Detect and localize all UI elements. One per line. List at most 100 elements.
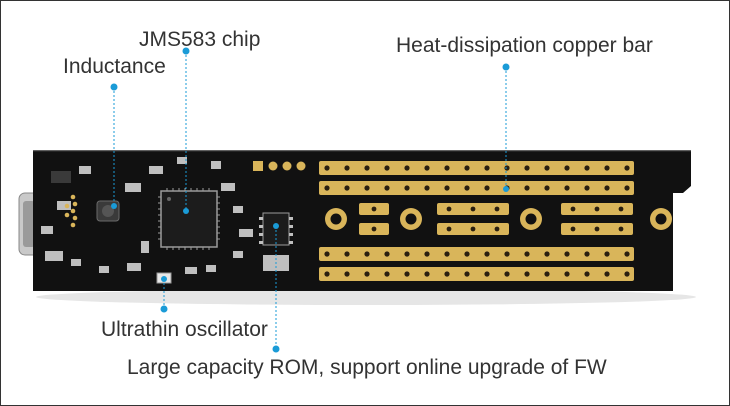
copper-bar-hole [404, 251, 410, 257]
copper-bar-hole [404, 165, 410, 171]
copper-bar-hole [464, 271, 470, 277]
copper-bar-hole [584, 165, 590, 171]
copper-bar-hole [404, 271, 410, 277]
copper-bar-hole [604, 251, 610, 257]
copper-bar-hole [484, 271, 490, 277]
copper-pad-hole [494, 206, 500, 212]
copper-bar-hole [624, 251, 630, 257]
copper-bar-hole [504, 271, 510, 277]
copper-bar-hole [384, 251, 390, 257]
copper-bar-hole [444, 251, 450, 257]
chip-pins [158, 188, 220, 250]
copper-bars [319, 161, 634, 281]
copper-bar-hole [484, 165, 490, 171]
callout-dot-oscillator [161, 276, 167, 282]
callout-dot-heat-bar-top [502, 63, 510, 71]
callout-dot-chip [183, 208, 189, 214]
gold-via-chain [64, 194, 78, 228]
copper-bar-hole [344, 185, 350, 191]
copper-bar-hole [384, 271, 390, 277]
callout-dot-heat-bar [503, 186, 509, 192]
copper-bar-hole [544, 165, 550, 171]
copper-bar-4 [319, 267, 634, 281]
callout-lines [113, 51, 507, 349]
copper-bar-hole [424, 271, 430, 277]
copper-bar-hole [564, 185, 570, 191]
copper-bar-hole [564, 251, 570, 257]
mounting-rings [325, 208, 672, 230]
copper-bar-hole [464, 251, 470, 257]
copper-bar-hole [324, 165, 330, 171]
copper-pad-hole [618, 226, 624, 232]
copper-bar-hole [484, 251, 490, 257]
copper-pad-hole [594, 206, 600, 212]
copper-bar-hole [384, 185, 390, 191]
copper-bar-hole [364, 165, 370, 171]
copper-bar-hole [544, 271, 550, 277]
copper-bar-hole [524, 251, 530, 257]
board-shadow [36, 289, 696, 305]
copper-bar-3 [319, 247, 634, 261]
copper-bar-hole [544, 185, 550, 191]
smd-components [41, 157, 253, 274]
label-large-capacity-rom: Large capacity ROM, support online upgra… [127, 356, 607, 379]
copper-pad-hole [594, 226, 600, 232]
copper-bar-hole [324, 185, 330, 191]
copper-pad-hole [446, 226, 452, 232]
copper-bar-hole [364, 251, 370, 257]
copper-pad-hole [570, 226, 576, 232]
copper-bar-hole [584, 251, 590, 257]
copper-bar-hole [604, 271, 610, 277]
copper-pad-hole [618, 206, 624, 212]
copper-bar-hole [584, 271, 590, 277]
copper-bar-hole [524, 185, 530, 191]
copper-bar-hole [324, 251, 330, 257]
copper-bar-hole [544, 251, 550, 257]
copper-bar-hole [624, 271, 630, 277]
copper-bar-hole [324, 271, 330, 277]
copper-bar-hole [444, 165, 450, 171]
label-heat-dissipation-copper-bar: Heat-dissipation copper bar [396, 34, 653, 57]
copper-bar-hole [444, 185, 450, 191]
copper-pad-hole [371, 206, 377, 212]
chip-pin1-marker [167, 197, 171, 201]
copper-bar-hole [424, 251, 430, 257]
copper-bar-hole [504, 165, 510, 171]
callout-dot-inductance-top [110, 83, 118, 91]
copper-bar-hole [344, 251, 350, 257]
label-ultrathin-oscillator: Ultrathin oscillator [101, 318, 268, 341]
rom-chip-pins [259, 217, 293, 244]
copper-pad-hole [470, 226, 476, 232]
callout-dot-rom [273, 223, 279, 229]
callout-dot-oscillator-bottom [160, 305, 168, 313]
copper-bar-hole [624, 185, 630, 191]
copper-bar-hole [484, 185, 490, 191]
header-pads [253, 161, 306, 171]
copper-pad-hole [494, 226, 500, 232]
copper-bar-hole [404, 185, 410, 191]
copper-bar-hole [424, 165, 430, 171]
callout-dots [110, 47, 510, 353]
copper-bar-hole [604, 185, 610, 191]
copper-pad-hole [470, 206, 476, 212]
copper-bar-hole [344, 271, 350, 277]
copper-bar-hole [464, 165, 470, 171]
copper-bar-hole [564, 165, 570, 171]
copper-bar-hole [444, 271, 450, 277]
copper-bar-hole [624, 165, 630, 171]
callout-dot-chip-top [182, 47, 190, 55]
copper-bar-hole [564, 271, 570, 277]
copper-bar-hole [604, 165, 610, 171]
copper-bar-hole [524, 271, 530, 277]
copper-bar-2 [319, 181, 634, 195]
copper-pad-hole [371, 226, 377, 232]
copper-bar-hole [384, 165, 390, 171]
usb-c-port [23, 201, 35, 247]
label-jms583-chip: JMS583 chip [139, 28, 261, 51]
copper-bar-hole [364, 271, 370, 277]
copper-pad-hole [570, 206, 576, 212]
copper-bar-hole [424, 185, 430, 191]
label-inductance: Inductance [63, 55, 166, 78]
